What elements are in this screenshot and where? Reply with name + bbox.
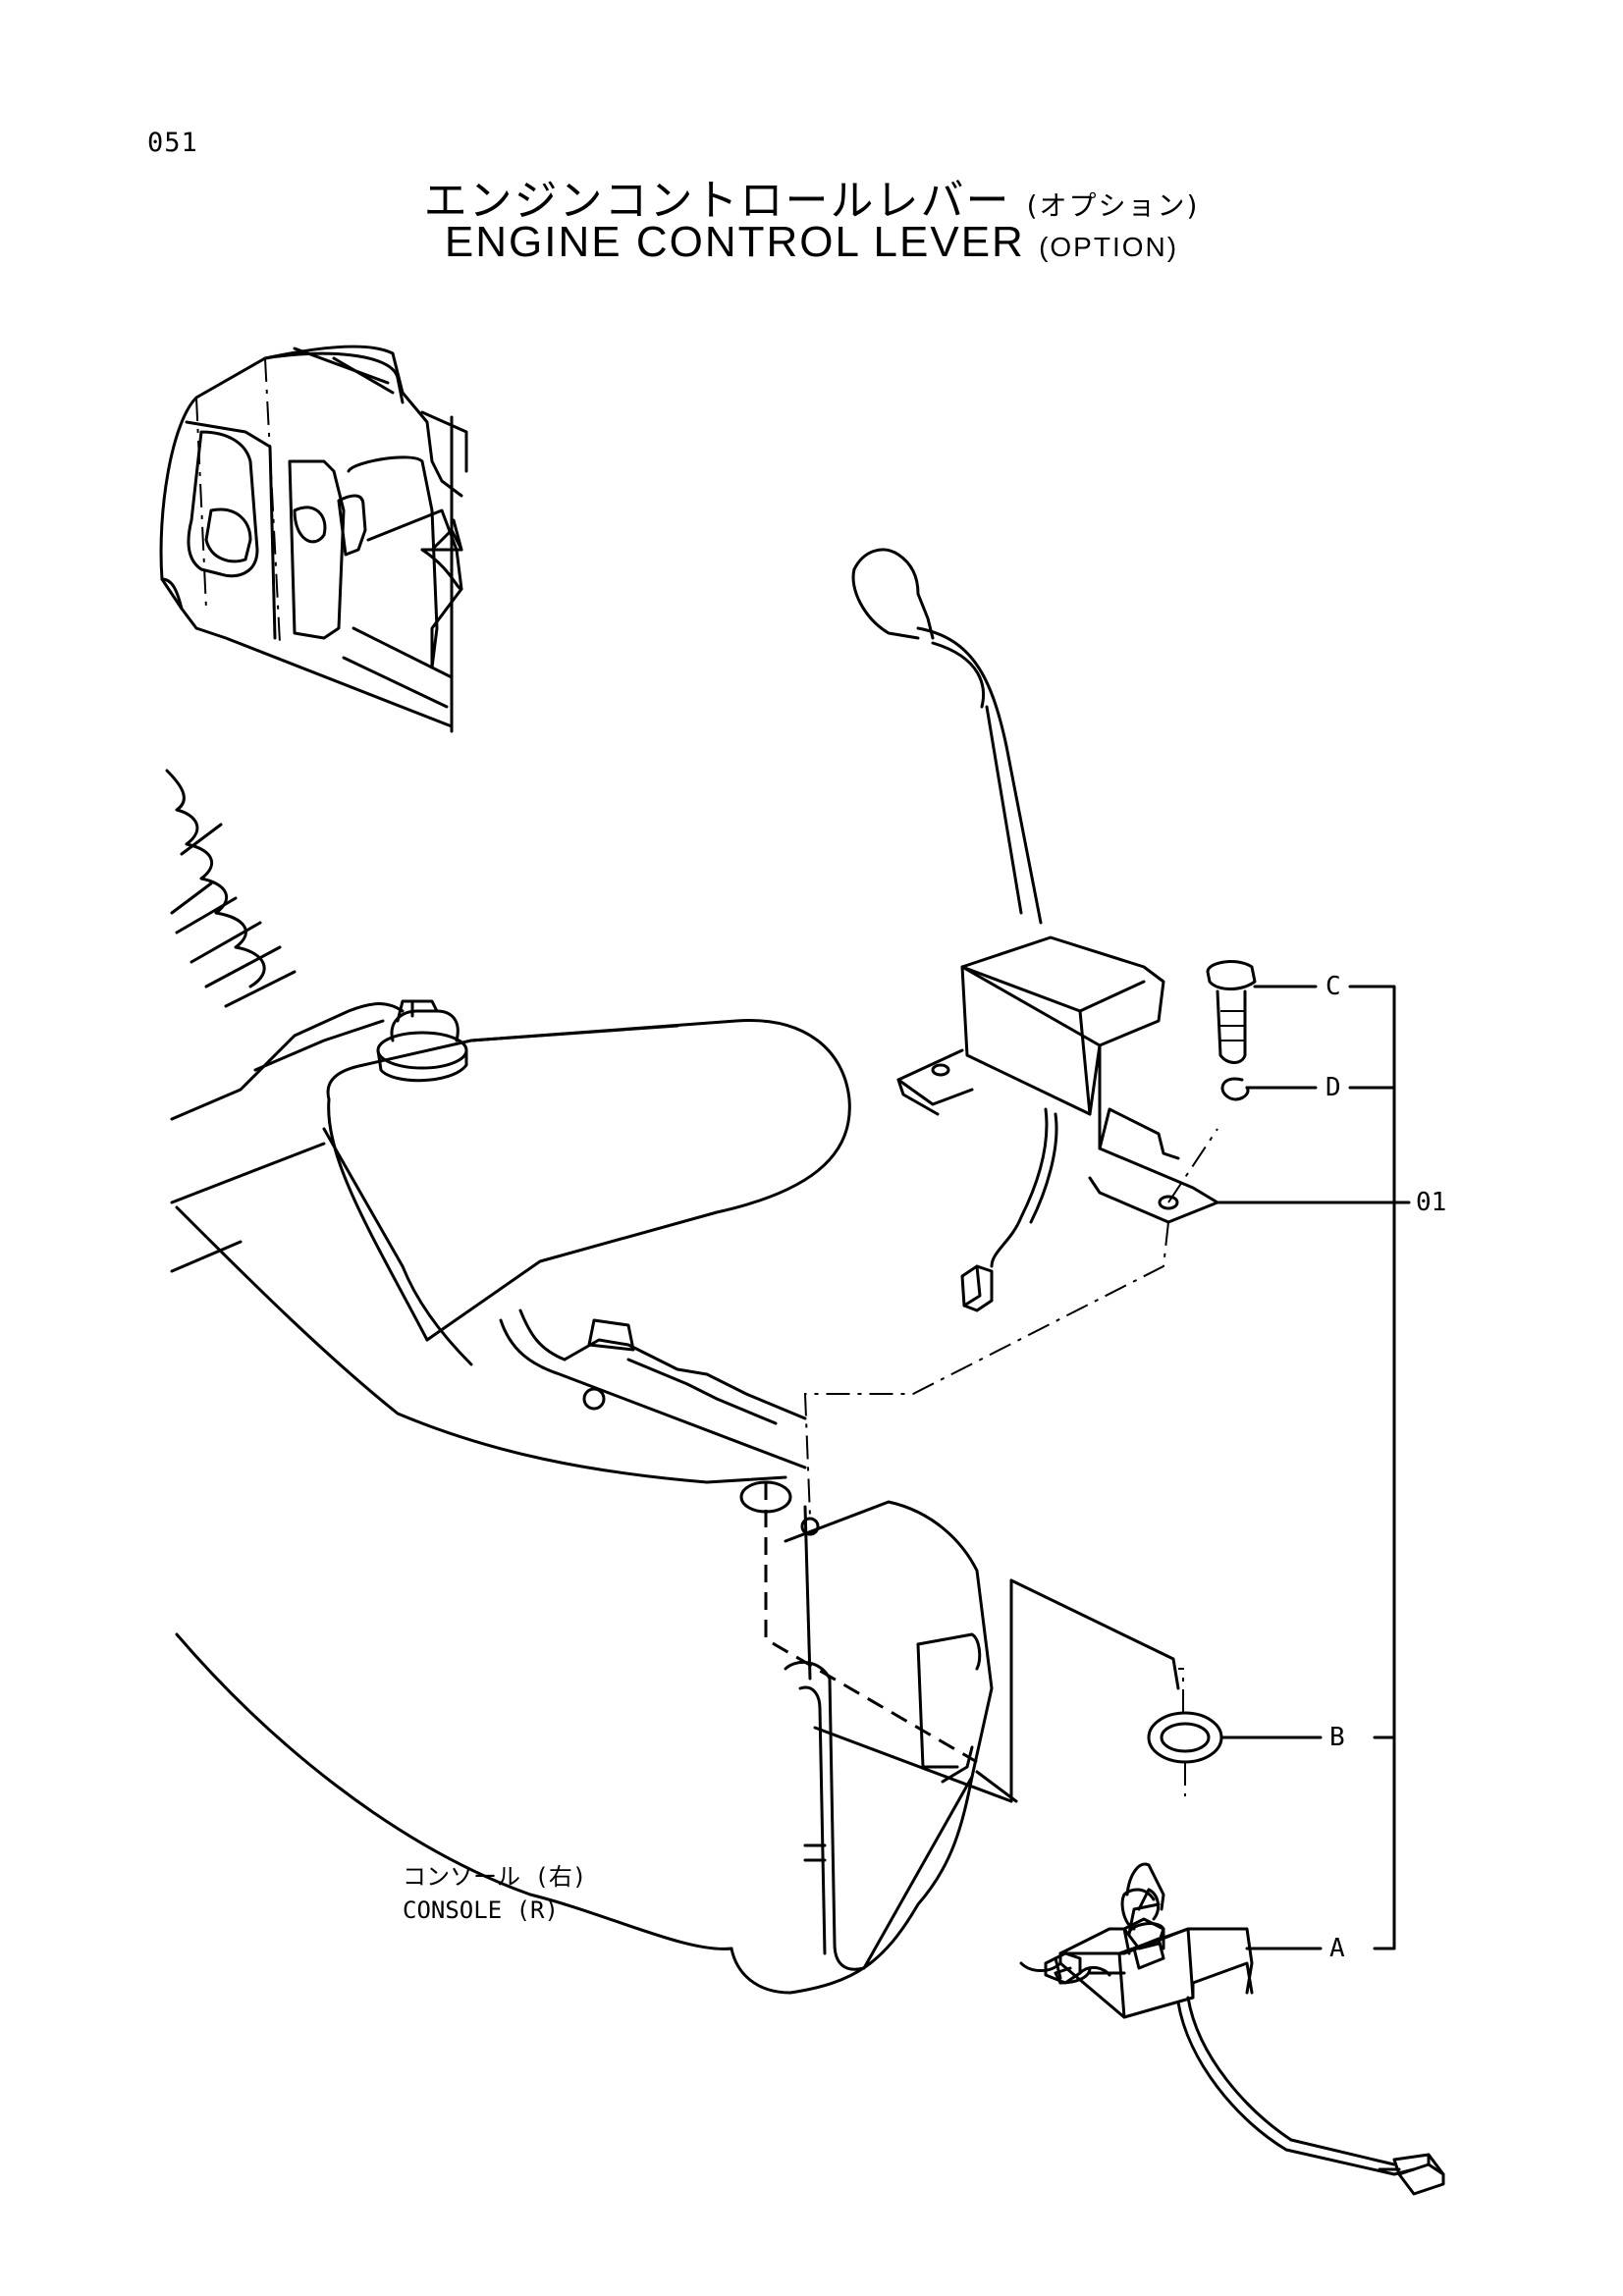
console-label-japanese: コンソール (右) bbox=[403, 1863, 587, 1891]
title-japanese-sub: (オプション) bbox=[1026, 189, 1200, 222]
toggle-switch-part-a bbox=[1019, 1862, 1445, 2196]
title-japanese-main: エンジンコントロールレバー bbox=[423, 176, 1011, 226]
title-english-main: ENGINE CONTROL LEVER bbox=[444, 218, 1025, 266]
title-japanese: エンジンコントロールレバー (オプション) bbox=[0, 165, 1623, 228]
console-body bbox=[175, 1019, 1180, 1995]
title-english-sub: (OPTION) bbox=[1039, 232, 1179, 262]
console-label-english: CONSOLE (R) bbox=[403, 1896, 559, 1924]
page-number: 051 bbox=[147, 128, 198, 158]
console-label: コンソール (右) CONSOLE (R) bbox=[403, 1860, 586, 1927]
title-english: ENGINE CONTROL LEVER (OPTION) bbox=[0, 218, 1623, 267]
grommet-part-b bbox=[1147, 1668, 1323, 1796]
callout-label-d: D bbox=[1324, 1073, 1343, 1102]
callout-bracket bbox=[1348, 985, 1411, 1950]
key-switch bbox=[376, 999, 468, 1083]
callout-label-assembly-01: 01 bbox=[1414, 1188, 1449, 1217]
washer-part-d bbox=[1220, 1077, 1318, 1101]
engine-control-lever-assembly bbox=[803, 548, 1396, 1518]
seat-outline bbox=[165, 769, 405, 1273]
callout-label-b: B bbox=[1327, 1723, 1347, 1752]
callout-label-a: A bbox=[1327, 1934, 1347, 1963]
callout-label-c: C bbox=[1324, 972, 1343, 1001]
bolt-part-c bbox=[1206, 960, 1318, 1064]
cab-inset-illustration bbox=[159, 345, 468, 733]
